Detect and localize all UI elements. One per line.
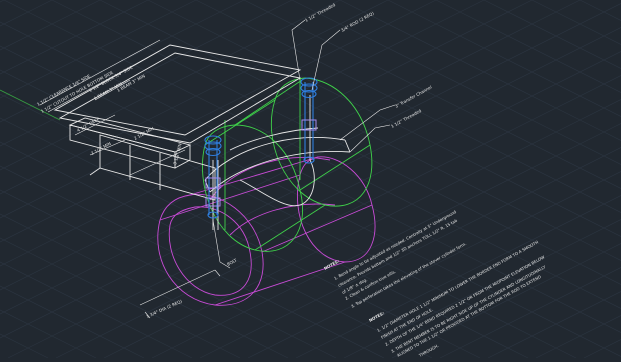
grid-line — [7, 51, 621, 359]
grid-line — [439, 267, 621, 359]
notes2-line-2: 2. DEPTH OF THE 1/4" BEND REQUIRED 2 1/2… — [384, 254, 545, 347]
grid-line — [579, 0, 621, 21]
grid-line — [295, 195, 621, 359]
grid-line — [195, 0, 621, 213]
rod-clamps — [205, 119, 317, 207]
grid-line — [0, 213, 289, 359]
leader-text-3: 3" Transfer Channel — [394, 84, 433, 108]
grid-line — [339, 0, 621, 141]
grid-line — [103, 99, 621, 359]
dim-text-9: 3 1/2" MIN — [172, 143, 183, 166]
grid-line — [0, 189, 337, 359]
grid-line — [0, 261, 193, 359]
grid-line — [247, 171, 621, 359]
grid-line — [0, 309, 97, 359]
grid-line — [387, 0, 621, 117]
grid-line — [0, 0, 5, 3]
grid-line — [0, 285, 145, 359]
grid-line — [0, 0, 293, 147]
grid-line — [0, 0, 341, 171]
grid-line — [199, 147, 621, 359]
grid-line — [0, 0, 533, 267]
dim-text-bottom: 1 3/4" DIA (2 REQ) — [145, 298, 183, 318]
leader-lines — [212, 19, 396, 269]
grid-line — [51, 0, 621, 285]
grid-line — [0, 0, 437, 219]
grid-line — [483, 0, 621, 69]
transfer-channel — [204, 127, 351, 207]
grid-line — [0, 0, 245, 123]
grid-line — [0, 0, 485, 243]
grid-line — [0, 0, 389, 195]
grid-line — [0, 237, 241, 359]
grid-line — [487, 291, 621, 359]
grid-line — [291, 0, 621, 165]
grid-line — [531, 0, 621, 45]
grid-line — [147, 0, 621, 237]
grid-line — [343, 219, 621, 359]
dim-text-8: 2 1/2" MIN — [133, 126, 155, 141]
grid-line — [0, 0, 149, 75]
grid-line — [391, 243, 621, 359]
grid-line — [3, 0, 621, 309]
grid-line — [55, 75, 621, 359]
leader-text-5: BOLT — [226, 257, 238, 267]
threaded-rod-right — [300, 77, 318, 164]
ucs-y-axis — [0, 89, 61, 121]
dimension-lines — [39, 39, 221, 319]
notes-title-2: NOTES: — [368, 310, 385, 323]
grid-line — [0, 93, 529, 359]
grid-line — [243, 0, 621, 189]
grid-line — [151, 123, 621, 359]
grid-line — [0, 165, 385, 359]
grid-line — [535, 315, 621, 359]
grid-line — [0, 117, 481, 359]
grid-line — [0, 141, 433, 359]
grid-line — [435, 0, 621, 93]
grid-line — [99, 0, 621, 261]
grid-line — [0, 0, 197, 99]
grid-line — [0, 0, 581, 291]
